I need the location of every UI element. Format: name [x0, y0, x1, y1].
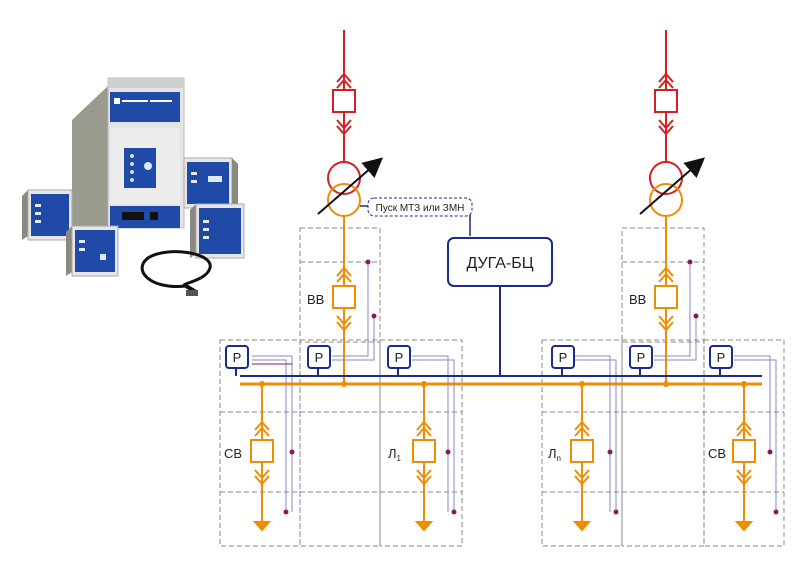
outgoing-feeder-sv-left — [250, 384, 274, 532]
controller-label: ДУГА-БЦ — [466, 255, 533, 272]
outgoing-feeder-line-1 — [412, 384, 436, 532]
relay-box-3: Р — [387, 345, 411, 369]
relay-module-left — [22, 189, 73, 241]
outgoing-feeder-line-n — [570, 384, 594, 532]
feeder-left — [327, 30, 361, 195]
line-label-last-sub: n — [557, 454, 561, 463]
relay-boxes: Р Р Р Р Р Р — [225, 345, 733, 369]
feeder-right — [649, 30, 683, 195]
sensor-wires — [252, 262, 777, 512]
relay-box-1: Р — [225, 345, 249, 369]
line-label-first-main: Л — [388, 446, 397, 461]
line-label-first: Л1 — [388, 446, 402, 463]
line-label-last: Лn — [548, 446, 561, 463]
breaker-label-vv-left: ВВ — [307, 292, 324, 307]
trigger-callout: Пуск МТЗ или ЗМН — [367, 197, 473, 217]
line-label-first-sub: 1 — [397, 454, 402, 463]
breaker-label-sv-left: СВ — [224, 446, 242, 461]
relay-label: Р — [233, 350, 242, 365]
trigger-label: Пуск МТЗ или ЗМН — [376, 203, 465, 214]
relay-module-right-bottom — [190, 203, 245, 259]
relay-label: Р — [315, 350, 324, 365]
incoming-circuit-left — [332, 216, 356, 384]
brand-logo-icon — [114, 98, 172, 104]
control-bus — [235, 286, 762, 377]
line-label-last-main: Л — [548, 446, 557, 461]
outgoing-feeder-sv-right — [732, 384, 756, 532]
breaker-label-sv-right: СВ — [708, 446, 726, 461]
relay-module-bottom — [66, 225, 119, 277]
relay-module-right-top — [183, 157, 238, 210]
device-photo — [22, 77, 245, 296]
relay-box-4: Р — [551, 345, 575, 369]
relay-label: Р — [395, 350, 404, 365]
relay-box-2: Р — [307, 345, 331, 369]
incoming-circuit-right — [654, 216, 678, 384]
sensor-cable-icon — [140, 250, 212, 296]
sensor-terminals — [283, 259, 779, 515]
relay-label: Р — [717, 350, 726, 365]
relay-label: Р — [637, 350, 646, 365]
relay-box-5: Р — [629, 345, 653, 369]
controller-block: ДУГА-БЦ — [447, 237, 553, 287]
relay-box-6: Р — [709, 345, 733, 369]
breaker-label-vv-right: ВВ — [629, 292, 646, 307]
relay-label: Р — [559, 350, 568, 365]
